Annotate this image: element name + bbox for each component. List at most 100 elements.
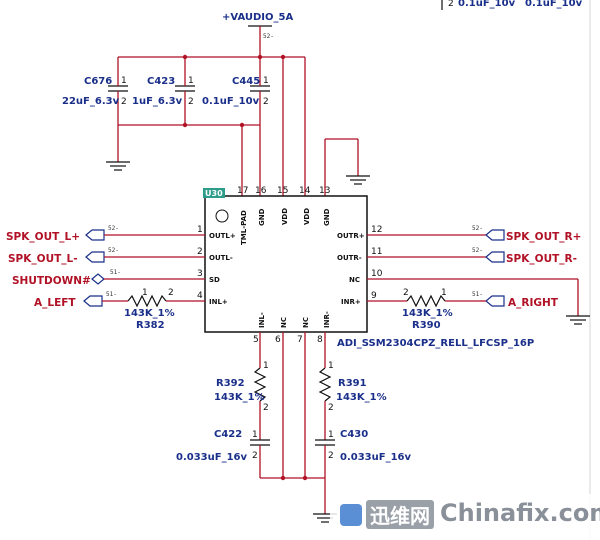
r391-value: 143K_1% — [336, 392, 387, 403]
svg-text:OUTR-: OUTR- — [337, 254, 362, 262]
svg-text:2: 2 — [328, 403, 334, 413]
svg-text:OUTL+: OUTL+ — [209, 232, 236, 240]
c445-value: 0.1uF_10v — [202, 96, 260, 107]
corner-fragment: 2 0.1uF_10v 0.1uF_10v — [441, 0, 591, 540]
svg-text:1: 1 — [441, 288, 447, 298]
svg-text:12: 12 — [371, 225, 382, 235]
svg-text:13: 13 — [319, 186, 330, 196]
net-spk-out-l-minus[interactable]: SPK_OUT_L- 52- — [8, 247, 205, 265]
svg-text:51-: 51- — [472, 291, 483, 298]
net-a-right[interactable]: 51- A_RIGHT — [472, 291, 559, 309]
cap-c676[interactable]: C676 22uF_6.3v 1 2 — [62, 72, 128, 125]
net-spk-out-l-plus[interactable]: SPK_OUT_L+ 52- — [6, 225, 205, 243]
svg-text:2: 2 — [263, 97, 269, 107]
resistor-r382[interactable]: 1 2 143K_1% R382 — [124, 288, 205, 331]
svg-text:3: 3 — [197, 269, 203, 279]
r390-ref: R390 — [412, 320, 441, 331]
r382-ref: R382 — [136, 320, 165, 331]
spk-out-l-minus-label: SPK_OUT_L- — [8, 253, 78, 265]
ic-part-number: ADI_SSM2304CPZ_RELL_LFCSP_16P — [337, 338, 534, 349]
spk-out-r-plus-label: SPK_OUT_R+ — [506, 231, 581, 243]
c422-ref: C422 — [214, 429, 242, 440]
svg-text:10: 10 — [371, 269, 383, 279]
svg-text:1: 1 — [263, 361, 269, 371]
svg-text:52-: 52- — [108, 247, 119, 254]
nc-pin10-ground — [367, 278, 590, 325]
svg-text:2: 2 — [328, 451, 334, 461]
c423-value: 1uF_6.3v — [132, 96, 183, 107]
cap-c445[interactable]: C445 0.1uF_10v 1 2 — [202, 72, 270, 125]
watermark-brand-cn: 迅维网 — [366, 500, 434, 529]
svg-text:7: 7 — [297, 335, 303, 345]
svg-text:VDD: VDD — [281, 208, 289, 225]
svg-text:1: 1 — [263, 76, 269, 86]
svg-text:INL-: INL- — [258, 312, 266, 328]
svg-text:9: 9 — [371, 291, 377, 301]
corner-cap-b: 0.1uF_10v — [525, 0, 583, 9]
svg-text:OUTR+: OUTR+ — [337, 232, 365, 240]
c422-value: 0.033uF_16v — [176, 452, 247, 463]
corner-cap-a: 0.1uF_10v — [458, 0, 516, 9]
shutdown-label: SHUTDOWN# — [12, 275, 91, 287]
cap-c430[interactable]: 1 2 C430 0.033uF_16v — [315, 429, 411, 478]
svg-text:14: 14 — [299, 186, 311, 196]
resistor-r390[interactable]: 2 1 143K_1% R390 — [367, 288, 480, 331]
svg-text:OUTL-: OUTL- — [209, 254, 233, 262]
svg-text:2: 2 — [252, 451, 258, 461]
svg-text:51-: 51- — [110, 269, 121, 276]
power-net-label[interactable]: +VAUDIO_5A — [222, 12, 293, 23]
svg-text:1: 1 — [252, 430, 258, 440]
r391-ref: R391 — [338, 378, 367, 389]
net-spk-out-r-plus[interactable]: 52- SPK_OUT_R+ — [367, 225, 581, 243]
c676-value: 22uF_6.3v — [62, 96, 120, 107]
svg-text:VDD: VDD — [303, 208, 311, 225]
r392-ref: R392 — [216, 378, 245, 389]
svg-text:1: 1 — [328, 361, 334, 371]
svg-text:1: 1 — [121, 76, 127, 86]
watermark: 迅维网 Chinafix.com — [330, 494, 600, 540]
svg-text:5: 5 — [253, 335, 259, 345]
svg-text:4: 4 — [197, 291, 203, 301]
c445-ref: C445 — [232, 76, 260, 87]
a-left-label: A_LEFT — [34, 297, 76, 309]
c430-value: 0.033uF_16v — [340, 452, 411, 463]
svg-text:16: 16 — [255, 186, 267, 196]
svg-text:52-: 52- — [472, 225, 483, 232]
r390-value: 143K_1% — [402, 308, 453, 319]
r392-value: 143K_1% — [214, 392, 265, 403]
cap-c423[interactable]: C423 1uF_6.3v 1 2 — [132, 72, 195, 125]
spk-out-l-plus-label: SPK_OUT_L+ — [6, 231, 80, 243]
pin13-ground — [324, 138, 370, 196]
svg-text:2: 2 — [263, 403, 269, 413]
ic-ref: U30 — [205, 189, 223, 198]
c676-ref: C676 — [84, 76, 112, 87]
net-a-left[interactable]: A_LEFT 51- — [34, 291, 128, 309]
resistor-r392[interactable]: 1 2 R392 143K_1% — [214, 332, 269, 440]
cap-c422[interactable]: 1 2 C422 0.033uF_16v — [176, 429, 270, 478]
svg-text:1: 1 — [328, 430, 334, 440]
svg-text:1: 1 — [197, 225, 203, 235]
bottom-nc-wires — [282, 332, 306, 478]
watermark-logo-icon — [340, 504, 362, 526]
svg-text:GND: GND — [323, 208, 331, 226]
power-rail: +VAUDIO_5A 52- — [117, 12, 306, 196]
watermark-brand-en: Chinafix.com — [440, 499, 600, 527]
ic-u30[interactable]: U30 ADI_SSM2304CPZ_RELL_LFCSP_16P 17 16 … — [197, 186, 534, 349]
svg-text:2: 2 — [403, 288, 409, 298]
svg-text:2: 2 — [188, 97, 194, 107]
svg-text:17: 17 — [237, 186, 248, 196]
svg-text:GND: GND — [258, 208, 266, 226]
svg-text:TML-PAD: TML-PAD — [240, 210, 248, 245]
svg-text:NC: NC — [302, 317, 310, 328]
svg-text:15: 15 — [277, 186, 288, 196]
c423-ref: C423 — [147, 76, 175, 87]
svg-text:2: 2 — [168, 288, 174, 298]
svg-text:NC: NC — [280, 317, 288, 328]
svg-text:SD: SD — [209, 276, 220, 284]
spk-out-r-minus-label: SPK_OUT_R- — [506, 253, 577, 265]
svg-text:6: 6 — [275, 335, 281, 345]
resistor-r391[interactable]: 1 2 R391 143K_1% — [318, 332, 387, 440]
net-shutdown[interactable]: SHUTDOWN# 51- — [12, 269, 205, 287]
net-spk-out-r-minus[interactable]: 52- SPK_OUT_R- — [367, 247, 577, 265]
